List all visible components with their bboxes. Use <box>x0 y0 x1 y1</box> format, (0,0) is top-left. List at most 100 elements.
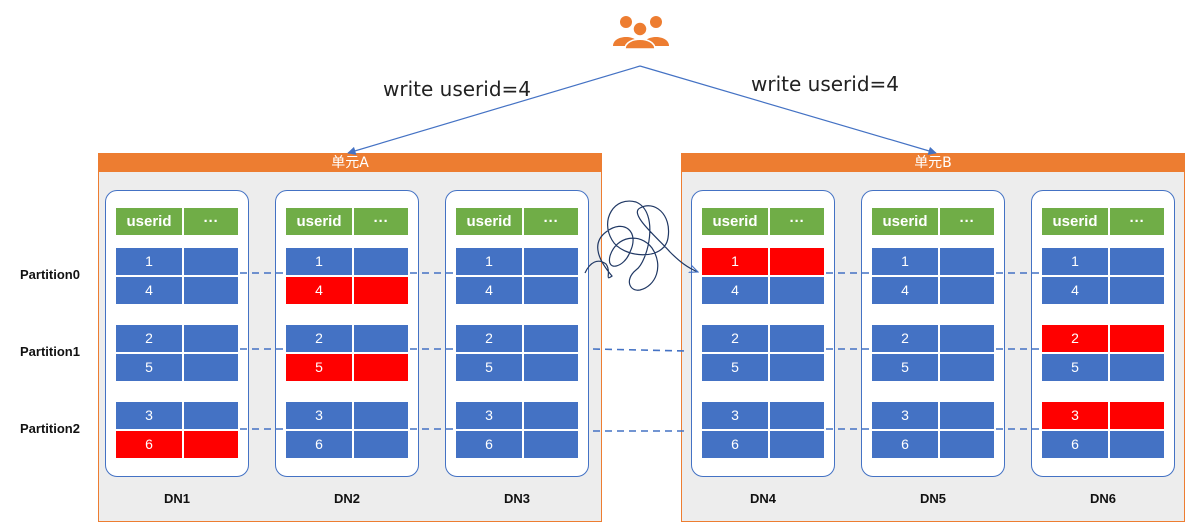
row-value-cell <box>353 247 409 276</box>
row-userid-cell: 6 <box>285 430 353 459</box>
row-userid-cell: 5 <box>701 353 769 382</box>
row-userid-cell: 4 <box>455 276 523 305</box>
partition0-tangle-line <box>584 200 698 291</box>
row-value-cell <box>939 324 995 353</box>
dn-label: DN5 <box>919 491 946 506</box>
row-userid-cell: 3 <box>701 401 769 430</box>
row-userid-cell: 1 <box>455 247 523 276</box>
row-userid-cell: 2 <box>285 324 353 353</box>
row-value-cell <box>939 401 995 430</box>
row-value-cell <box>183 276 239 305</box>
row-userid-cell: 5 <box>115 353 183 382</box>
row-userid-cell: 6 <box>115 430 183 459</box>
header-userid: userid <box>1041 207 1109 236</box>
row-userid-cell: 6 <box>1041 430 1109 459</box>
row-value-cell <box>523 430 579 459</box>
row-value-cell <box>1109 247 1165 276</box>
row-value-cell <box>939 353 995 382</box>
row-value-cell <box>353 353 409 382</box>
row-value-cell <box>523 276 579 305</box>
row-userid-cell: 1 <box>285 247 353 276</box>
row-value-cell <box>1109 324 1165 353</box>
dn-label: DN2 <box>333 491 360 506</box>
row-userid-cell: 6 <box>455 430 523 459</box>
partition1-link-cross <box>592 348 689 352</box>
row-userid-cell: 4 <box>1041 276 1109 305</box>
row-value-cell <box>523 401 579 430</box>
row-userid-cell: 5 <box>871 353 939 382</box>
row-value-cell <box>769 401 825 430</box>
row-userid-cell: 2 <box>1041 324 1109 353</box>
row-value-cell <box>1109 401 1165 430</box>
row-value-cell <box>769 430 825 459</box>
row-userid-cell: 2 <box>701 324 769 353</box>
dn-label: DN6 <box>1089 491 1116 506</box>
header-more: ··· <box>523 207 579 236</box>
row-userid-cell: 2 <box>115 324 183 353</box>
row-userid-cell: 6 <box>701 430 769 459</box>
row-userid-cell: 3 <box>285 401 353 430</box>
write-arrow-right <box>639 65 937 155</box>
row-value-cell <box>769 247 825 276</box>
row-value-cell <box>939 276 995 305</box>
header-userid: userid <box>455 207 523 236</box>
row-value-cell <box>939 247 995 276</box>
row-value-cell <box>183 353 239 382</box>
users-icon <box>613 16 669 50</box>
row-userid-cell: 1 <box>701 247 769 276</box>
header-more: ··· <box>1109 207 1165 236</box>
row-userid-cell: 4 <box>285 276 353 305</box>
unit-a-title: 单元A <box>99 154 601 172</box>
header-more: ··· <box>769 207 825 236</box>
row-value-cell <box>1109 353 1165 382</box>
write-arrow-left <box>347 65 641 155</box>
row-value-cell <box>523 324 579 353</box>
row-value-cell <box>183 430 239 459</box>
header-more: ··· <box>939 207 995 236</box>
row-userid-cell: 5 <box>1041 353 1109 382</box>
row-userid-cell: 3 <box>115 401 183 430</box>
dn-label: DN4 <box>749 491 776 506</box>
unit-b-title: 单元B <box>682 154 1184 172</box>
row-userid-cell: 3 <box>455 401 523 430</box>
header-userid: userid <box>701 207 769 236</box>
row-userid-cell: 3 <box>1041 401 1109 430</box>
row-userid-cell: 6 <box>871 430 939 459</box>
row-value-cell <box>1109 276 1165 305</box>
row-value-cell <box>939 430 995 459</box>
row-value-cell <box>353 430 409 459</box>
write-label-right: write userid=4 <box>751 72 899 96</box>
row-userid-cell: 5 <box>285 353 353 382</box>
row-userid-cell: 3 <box>871 401 939 430</box>
partition-label-2: Partition2 <box>20 421 80 436</box>
row-value-cell <box>1109 430 1165 459</box>
row-userid-cell: 2 <box>455 324 523 353</box>
row-value-cell <box>183 401 239 430</box>
row-value-cell <box>769 353 825 382</box>
header-userid: userid <box>285 207 353 236</box>
header-userid: userid <box>115 207 183 236</box>
row-value-cell <box>353 401 409 430</box>
row-value-cell <box>769 276 825 305</box>
row-userid-cell: 4 <box>871 276 939 305</box>
row-value-cell <box>183 247 239 276</box>
header-more: ··· <box>183 207 239 236</box>
row-userid-cell: 1 <box>115 247 183 276</box>
row-userid-cell: 4 <box>701 276 769 305</box>
dn-label: DN1 <box>163 491 190 506</box>
row-userid-cell: 1 <box>871 247 939 276</box>
write-label-left: write userid=4 <box>383 77 531 101</box>
partition-label-0: Partition0 <box>20 267 80 282</box>
row-value-cell <box>769 324 825 353</box>
row-value-cell <box>353 324 409 353</box>
row-value-cell <box>523 353 579 382</box>
row-userid-cell: 1 <box>1041 247 1109 276</box>
row-userid-cell: 5 <box>455 353 523 382</box>
row-value-cell <box>523 247 579 276</box>
header-more: ··· <box>353 207 409 236</box>
partition-label-1: Partition1 <box>20 344 80 359</box>
row-userid-cell: 2 <box>871 324 939 353</box>
dn-label: DN3 <box>503 491 530 506</box>
row-value-cell <box>183 324 239 353</box>
